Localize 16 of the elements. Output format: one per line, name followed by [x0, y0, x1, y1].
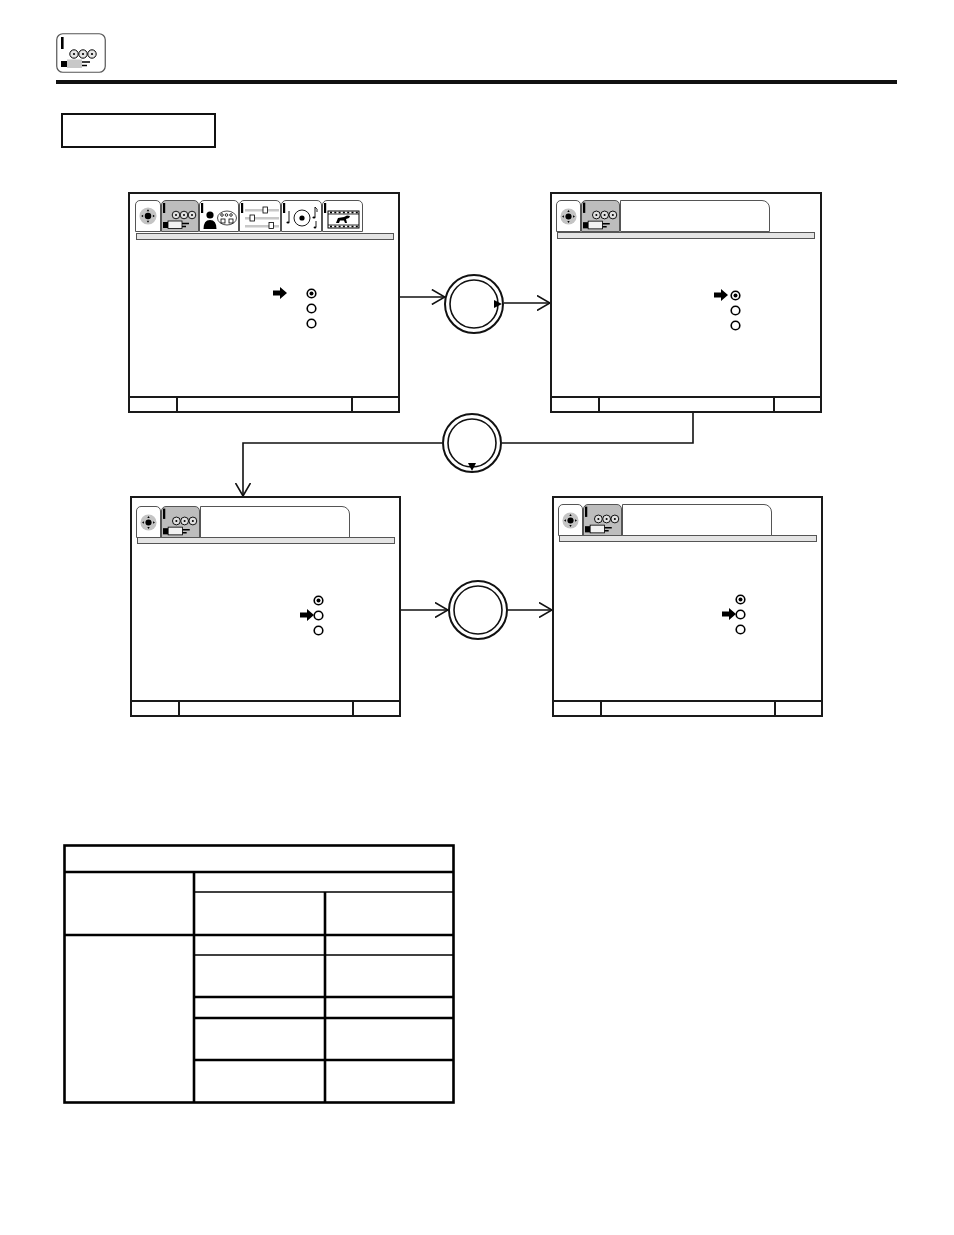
ring-button [444, 274, 504, 334]
ring-button [442, 413, 502, 473]
ring-button [448, 580, 508, 640]
menu-screen [128, 192, 400, 413]
menu-tab [200, 506, 350, 538]
menu-screen [130, 496, 401, 717]
menu-screen [550, 192, 822, 413]
menu-tab [622, 504, 772, 536]
arrow [400, 601, 449, 619]
arrow [507, 601, 553, 619]
arrow [503, 294, 551, 312]
arrow [399, 288, 446, 306]
connector-line [501, 412, 694, 444]
arrow [234, 442, 443, 497]
menu-screen [552, 496, 823, 717]
menu-tab [620, 200, 770, 232]
